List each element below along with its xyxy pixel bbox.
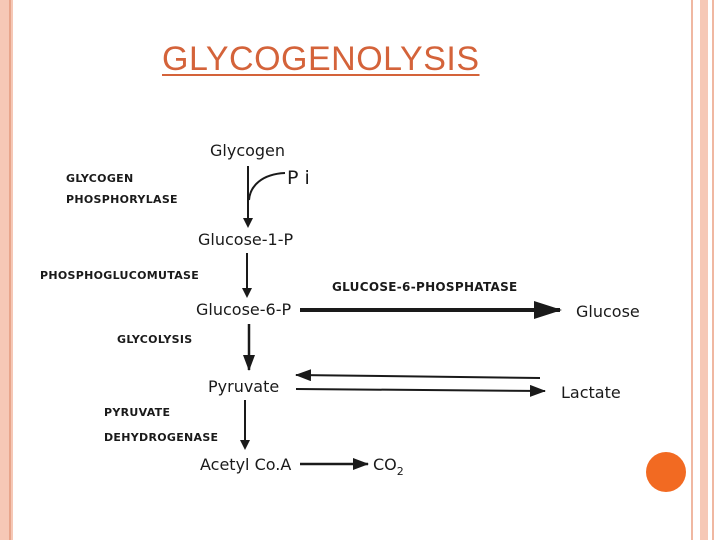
slide-frame-left xyxy=(0,0,13,540)
slide-title: GLYCOGENOLYSIS xyxy=(162,40,480,78)
enzyme-glycogen-phosphorylase-line1: GLYCOGEN xyxy=(66,172,133,185)
compound-glucose-1-p: Glucose-1-P xyxy=(198,230,293,249)
compound-co2: CO2 xyxy=(373,455,404,478)
frame-stripe xyxy=(712,0,714,540)
arrow-pi-curve xyxy=(248,172,286,201)
accent-circle xyxy=(646,452,686,492)
enzyme-phosphoglucomutase: PHOSPHOGLUCOMUTASE xyxy=(40,269,199,282)
compound-glucose-6-p: Glucose-6-P xyxy=(196,300,291,319)
enzyme-pyruvate-dehydrogenase-line2: DEHYDROGENASE xyxy=(104,431,218,444)
compound-lactate: Lactate xyxy=(561,383,621,402)
compound-glycogen: Glycogen xyxy=(210,141,285,160)
arrow-lactate-to-pyruvate xyxy=(295,369,541,382)
compound-pi: P i xyxy=(287,167,310,189)
compound-acetyl-coa: Acetyl Co.A xyxy=(200,455,291,474)
compound-pyruvate: Pyruvate xyxy=(208,377,279,396)
enzyme-glycogen-phosphorylase-line2: PHOSPHORYLASE xyxy=(66,193,178,206)
frame-stripe xyxy=(700,0,708,540)
slide-frame-right xyxy=(688,0,720,540)
compound-glucose: Glucose xyxy=(576,302,640,321)
enzyme-pyruvate-dehydrogenase-line1: PYRUVATE xyxy=(104,406,170,419)
arrow-pyruvate-to-lactate xyxy=(295,384,546,397)
frame-stripe xyxy=(691,0,693,540)
enzyme-glucose-6-phosphatase: GLUCOSE-6-PHOSPHATASE xyxy=(332,280,518,294)
co2-main: CO xyxy=(373,455,397,474)
co2-subscript: 2 xyxy=(397,465,404,478)
enzyme-glycolysis: GLYCOLYSIS xyxy=(117,333,193,346)
